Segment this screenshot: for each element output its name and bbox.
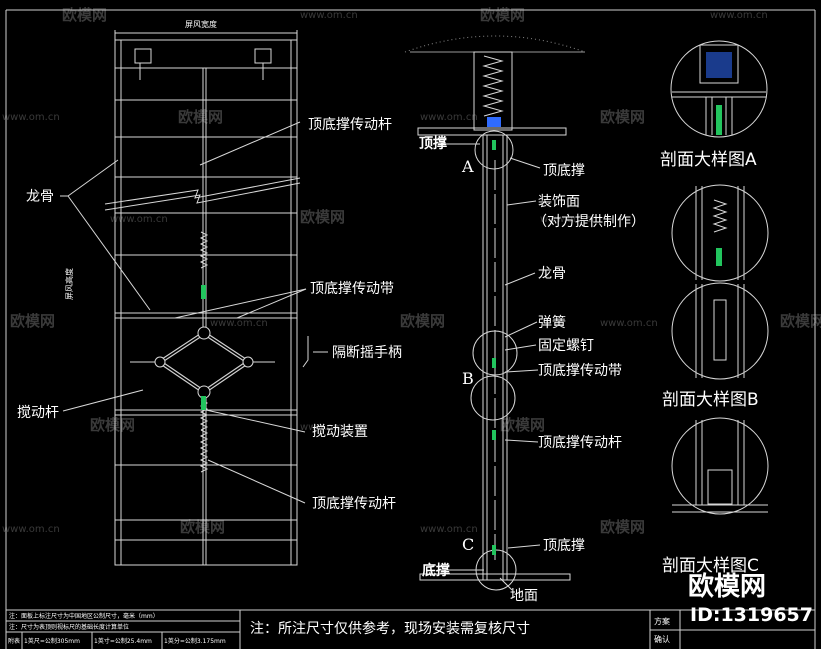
section-label-belt: 顶底撑传动带 <box>538 363 622 379</box>
detail-title-a: 剖面大样图A <box>660 150 757 170</box>
brand-overlay-id: ID:1319657 <box>690 604 813 626</box>
elevation-width-label: 屏风宽度 <box>185 19 217 29</box>
title-block <box>6 609 815 649</box>
watermark-brand: 欧模网 <box>90 416 135 434</box>
title-confirm: 确认 <box>654 634 670 644</box>
section-label-bottom-support: 顶底撑 <box>543 538 585 554</box>
watermark-url: www.om.cn <box>2 524 60 535</box>
detail-a-bracket <box>706 52 732 78</box>
section-green-marker <box>492 430 496 440</box>
watermark-brand: 欧模网 <box>62 6 107 24</box>
watermark-brand: 欧模网 <box>600 518 645 536</box>
title-row3-d: 1英分=公制3.175mm <box>164 637 226 645</box>
section-label-top-support: 顶底撑 <box>543 163 585 179</box>
watermark-brand: 欧模网 <box>400 312 445 330</box>
watermark-brand: 欧模网 <box>500 416 545 434</box>
watermark-url: www.om.cn <box>600 318 658 329</box>
brand-overlay-name: 欧模网 <box>688 571 766 602</box>
watermark-url: www.om.cn <box>540 214 598 225</box>
title-row3-a: 附表 <box>8 637 20 645</box>
section-green-marker <box>492 545 496 555</box>
watermark-url: www.om.cn <box>420 524 478 535</box>
elevation-label-rod-top: 顶底撑传动杆 <box>308 117 392 133</box>
section-label-spring: 弹簧 <box>538 315 566 331</box>
elevation-height-label: 屏风高度 <box>64 268 74 300</box>
watermark-url: www.om.cn <box>710 10 768 21</box>
section-bottom-brace: 底撑 <box>422 562 450 579</box>
detail-b-marker <box>716 248 722 266</box>
title-row3-b: 1英尺=公制305mm <box>24 637 80 645</box>
elevation-label-rod-bottom: 顶底撑传动杆 <box>312 496 396 512</box>
watermark-url: www.om.cn <box>300 10 358 21</box>
section-letter-c: C <box>462 535 474 554</box>
section-letter-a: A <box>461 157 474 176</box>
section-label-finish-note: （对方提供制作） <box>533 214 645 230</box>
section-label-screw: 固定螺钉 <box>538 338 594 354</box>
section-green-marker <box>492 358 496 368</box>
section-letter-b: B <box>462 369 474 388</box>
section-floor-label: 地面 <box>510 588 538 604</box>
watermark-brand: 欧模网 <box>178 108 223 126</box>
watermark-brand: 欧模网 <box>10 312 55 330</box>
watermark-brand: 欧模网 <box>480 6 525 24</box>
watermark-url: www.om.cn <box>2 112 60 123</box>
elevation-label-stir-rod: 搅动杆 <box>17 405 59 421</box>
watermark-brand: 欧模网 <box>780 312 821 330</box>
watermark-brand: 欧模网 <box>600 108 645 126</box>
elevation-label-belt: 顶底撑传动带 <box>310 281 394 297</box>
title-row3-c: 1英寸=公制25.4mm <box>94 637 152 645</box>
elevation-label-keel: 龙骨 <box>26 189 54 205</box>
detail-views <box>670 40 769 515</box>
elevation-label-stir-device: 搅动装置 <box>312 424 368 440</box>
watermark-url: www.om.cn <box>420 112 478 123</box>
title-scheme: 方案 <box>654 616 670 626</box>
section-label-finish: 装饰面 <box>538 194 580 210</box>
section-green-marker <box>492 140 496 150</box>
title-main-note: 注：所注尺寸仅供参考，现场安装需复核尺寸 <box>250 620 530 637</box>
title-note-2: 注：尺寸为表顶则视标尺的基础长度计算单位 <box>9 623 129 631</box>
elevation-belt-marker <box>201 396 206 410</box>
watermark-url: www.om.cn <box>110 214 168 225</box>
section-label-rod: 顶底撑传动杆 <box>538 435 622 451</box>
detail-a-marker <box>716 105 722 135</box>
watermark-brand: 欧模网 <box>300 208 345 226</box>
elevation-label-handle: 隔断摇手柄 <box>332 345 402 361</box>
section-label-keel: 龙骨 <box>538 266 566 282</box>
elevation-view <box>60 30 328 566</box>
detail-title-c: 剖面大样图C <box>662 556 759 576</box>
section-top-bracket <box>487 117 501 127</box>
watermarks: 欧模网 www.om.cn 欧模网 www.om.cn www.om.cn 欧模… <box>2 6 821 536</box>
detail-title-b: 剖面大样图B <box>662 390 759 410</box>
watermark-url: www.om.cn <box>210 318 268 329</box>
section-top-brace: 顶撑 <box>419 135 447 152</box>
watermark-url: www.om.cn <box>300 422 358 433</box>
elevation-belt-marker <box>201 285 206 299</box>
title-note-1: 注：面板上标注尺寸为中国地区公制尺寸，毫米（mm） <box>9 612 159 620</box>
drawing-frame <box>5 9 816 649</box>
